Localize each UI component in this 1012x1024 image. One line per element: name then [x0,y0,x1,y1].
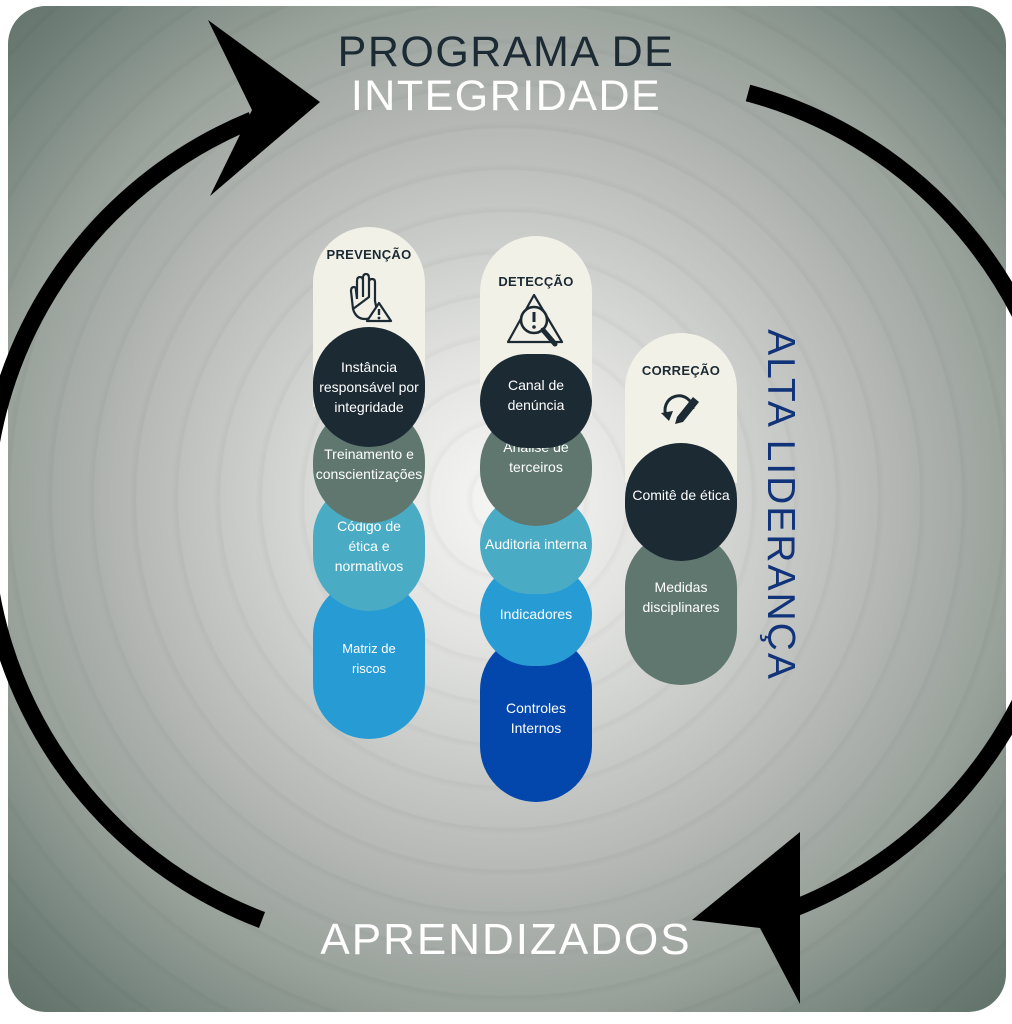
magnifier-warning-icon [506,293,564,347]
list-item: Canal de denúncia [480,354,592,448]
column-prevencao: PREVENÇÃO Matriz de riscos Código de éti… [313,227,425,739]
cycle-arc-right [745,84,1012,924]
column-title-deteccao: DETECÇÃO [498,274,574,289]
list-item: Comitê de ética [625,443,737,561]
column-correcao: CORREÇÃO Medidas disciplinares Comitê de… [625,333,737,685]
alta-lideranca-label: ALTA LIDERANÇA [759,329,802,681]
cycle-arc-left [0,112,266,928]
column-deteccao: DETECÇÃO Controles Internos Indicadores … [480,236,592,802]
title-line-2: INTEGRIDADE [350,72,662,120]
column-title-prevencao: PREVENÇÃO [326,247,412,262]
hand-warning-icon [349,272,393,323]
title-line-1: PROGRAMA DE [337,28,675,76]
bottom-title: APRENDIZADOS [320,915,692,964]
arrow-head-top-left-icon [208,20,320,196]
arrow-head-bottom-right-icon [692,832,800,1004]
list-item: Instância responsável por integridade [313,327,425,447]
correction-pen-icon [661,394,699,424]
column-title-correcao: CORREÇÃO [641,363,721,378]
